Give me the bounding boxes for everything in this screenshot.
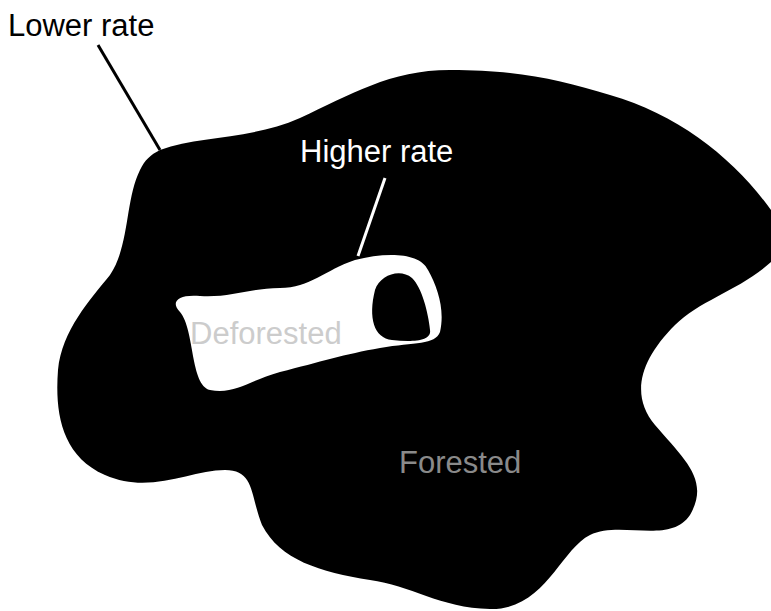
region-label: Forested <box>399 447 521 478</box>
region-shape <box>176 255 442 391</box>
leader-line <box>358 178 385 256</box>
region-shape <box>372 273 430 341</box>
rate-label: Lower rate <box>8 10 154 41</box>
region-shape <box>57 70 771 609</box>
deforested-region: Deforested <box>160 250 450 400</box>
rate-label: Higher rate <box>300 136 453 167</box>
region-label: Deforested <box>190 318 342 349</box>
leader-line <box>98 45 160 150</box>
